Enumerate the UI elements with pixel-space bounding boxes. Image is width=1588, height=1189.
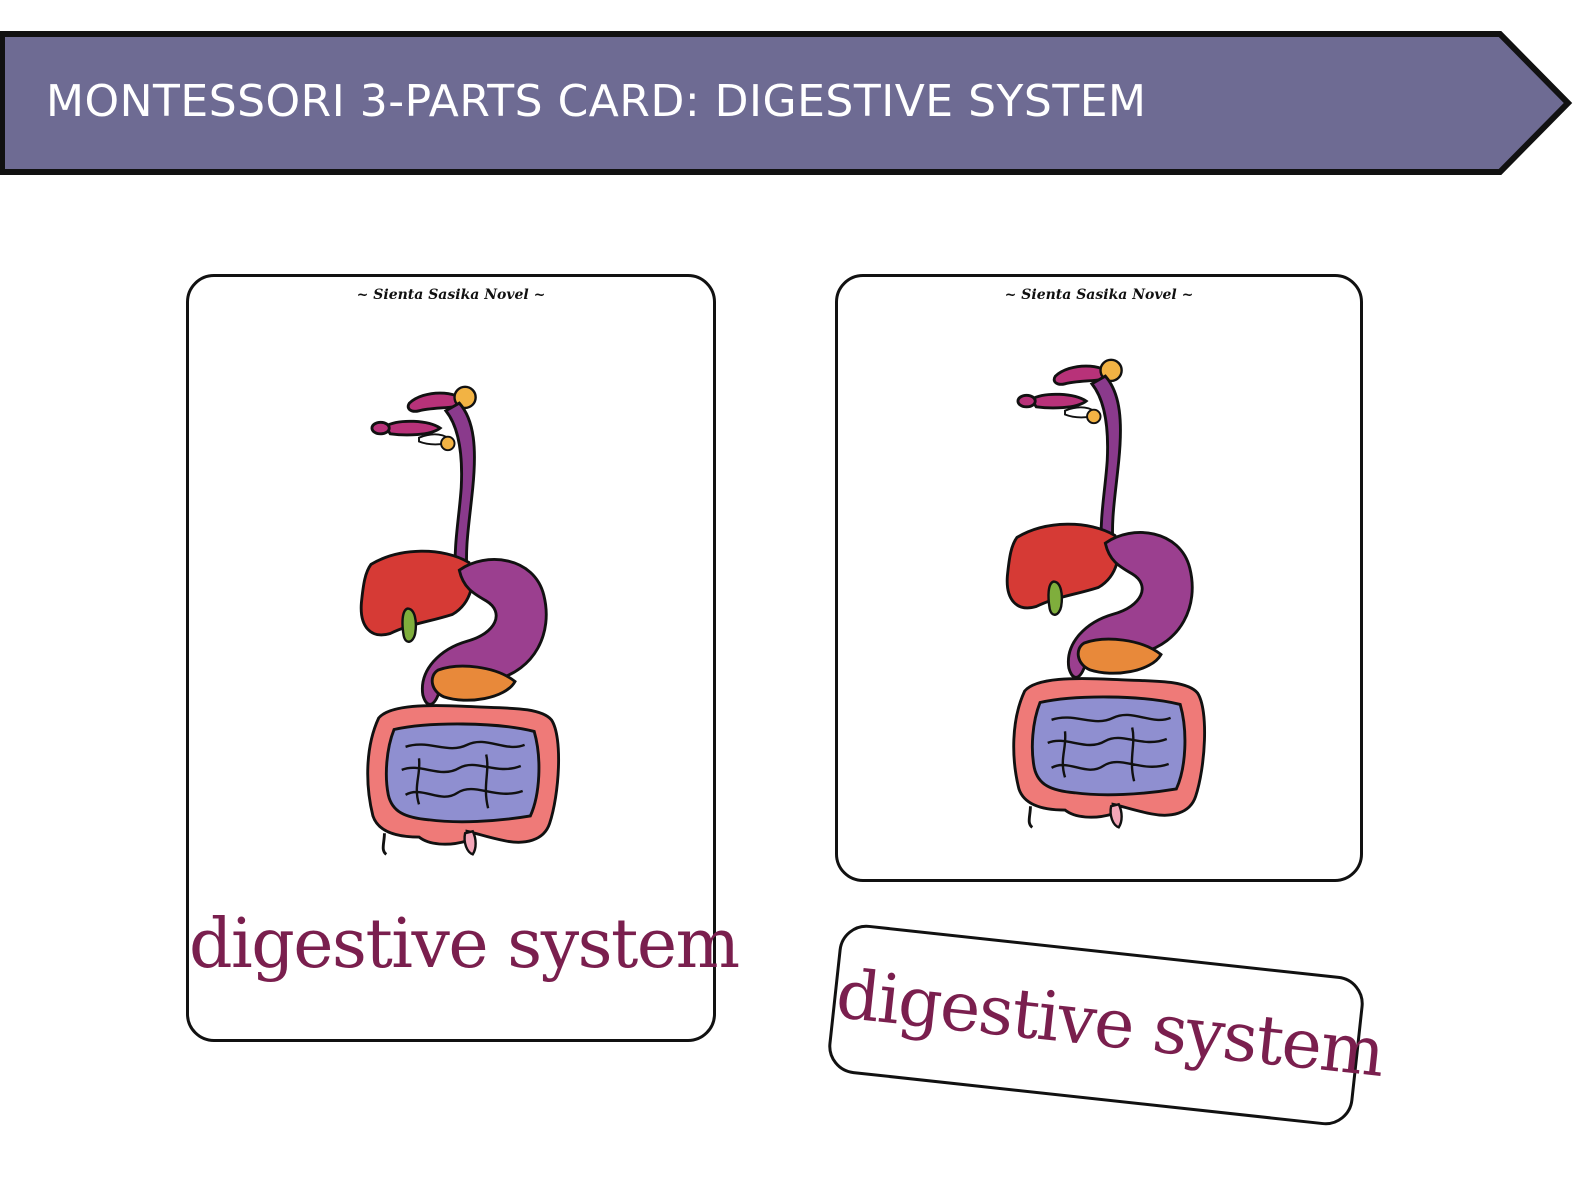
control-card: ~ Sienta Sasika Novel ~ digestive system [186, 274, 740, 1042]
title-banner: MONTESSORI 3-PARTS CARD: DIGESTIVE SYSTE… [0, 28, 1575, 178]
card-credit: ~ Sienta Sasika Novel ~ [356, 287, 546, 303]
card-credit: ~ Sienta Sasika Novel ~ [1004, 287, 1194, 303]
label-card: digestive system [825, 921, 1388, 1129]
card-label-text: digestive system [189, 905, 740, 984]
card-label-text: digestive system [832, 955, 1388, 1093]
picture-card: ~ Sienta Sasika Novel ~ [835, 274, 1363, 882]
digestive-system-illustration [1005, 358, 1207, 829]
page-title: MONTESSORI 3-PARTS CARD: DIGESTIVE SYSTE… [46, 76, 1147, 127]
banner-arrow-shape [0, 31, 1573, 175]
digestive-system-illustration [359, 385, 561, 856]
